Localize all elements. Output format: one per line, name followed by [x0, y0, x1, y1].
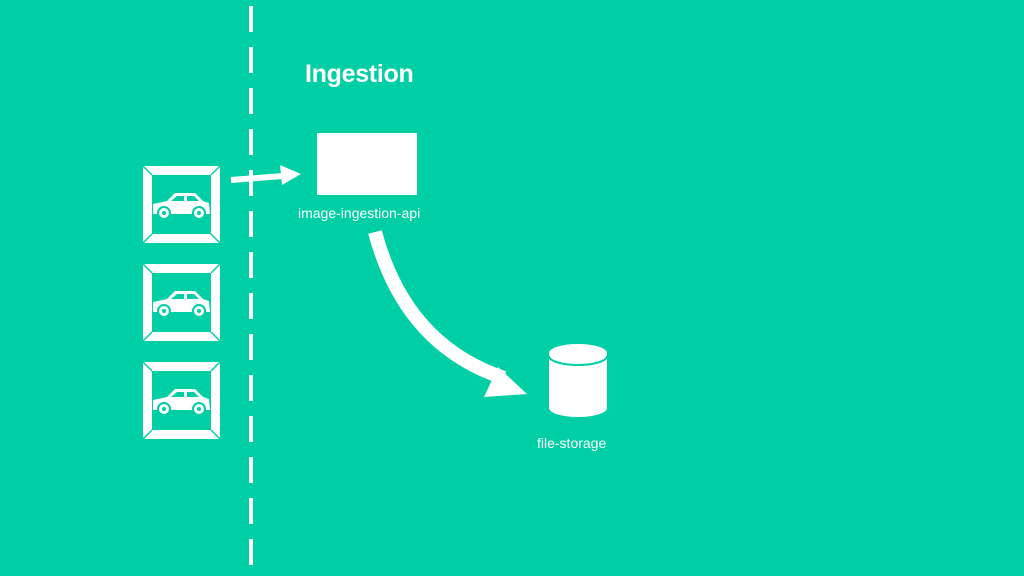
car-photo-icon [142, 263, 221, 342]
car-source-group [142, 165, 221, 440]
arrow-api-to-storage [368, 230, 527, 397]
api-box[interactable] [317, 133, 417, 195]
page-title: Ingestion [305, 60, 414, 88]
car-photo-icon [142, 361, 221, 440]
car-photo-icon [142, 165, 221, 244]
api-label: image-ingestion-api [298, 205, 421, 221]
storage-label: file-storage [537, 435, 607, 451]
storage-cylinder[interactable] [548, 344, 608, 417]
arrow-sources-to-api [230, 165, 301, 185]
